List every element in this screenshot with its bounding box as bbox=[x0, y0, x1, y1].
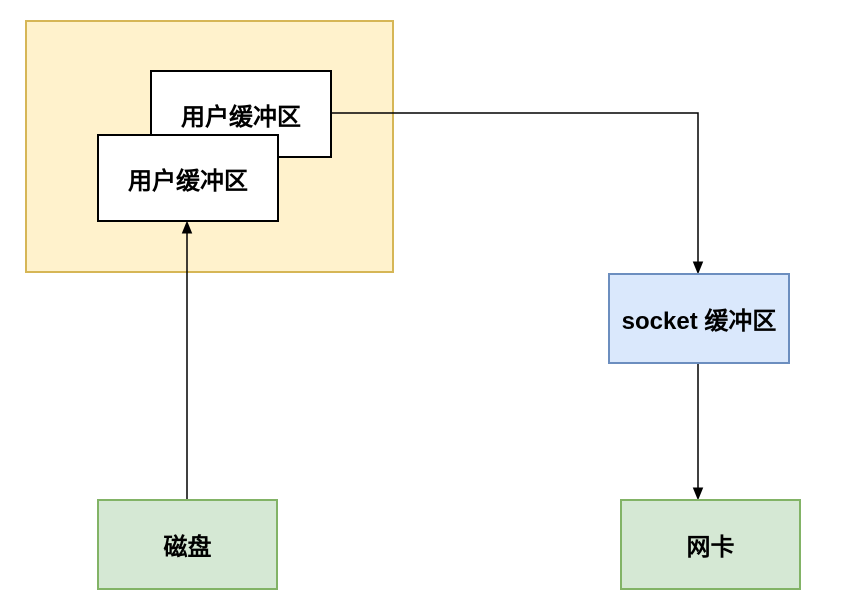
edge-socket-to-nic[interactable] bbox=[692, 364, 704, 501]
node-socket-buffer-label: socket 缓冲区 bbox=[621, 308, 777, 335]
node-disk-label: 磁盘 bbox=[163, 534, 212, 561]
node-nic[interactable]: 网卡 bbox=[620, 499, 801, 590]
arrowhead-up-icon bbox=[181, 220, 193, 234]
node-disk[interactable]: 磁盘 bbox=[97, 499, 278, 590]
node-socket-buffer[interactable]: socket 缓冲区 bbox=[608, 273, 790, 364]
node-user-buffer-back-label: 用户缓冲区 bbox=[181, 103, 301, 131]
arrowhead-down-icon bbox=[692, 261, 704, 275]
edge-user-buffer-to-socket[interactable] bbox=[332, 112, 704, 275]
arrowhead-down-icon bbox=[692, 487, 704, 501]
edge-disk-to-user-buffer[interactable] bbox=[181, 220, 193, 499]
node-user-buffer-front[interactable]: 用户缓冲区 bbox=[97, 134, 279, 222]
node-user-buffer-front-label: 用户缓冲区 bbox=[128, 167, 248, 195]
node-nic-label: 网卡 bbox=[686, 534, 735, 561]
node-user-buffer-back[interactable]: 用户缓冲区 bbox=[150, 70, 332, 158]
